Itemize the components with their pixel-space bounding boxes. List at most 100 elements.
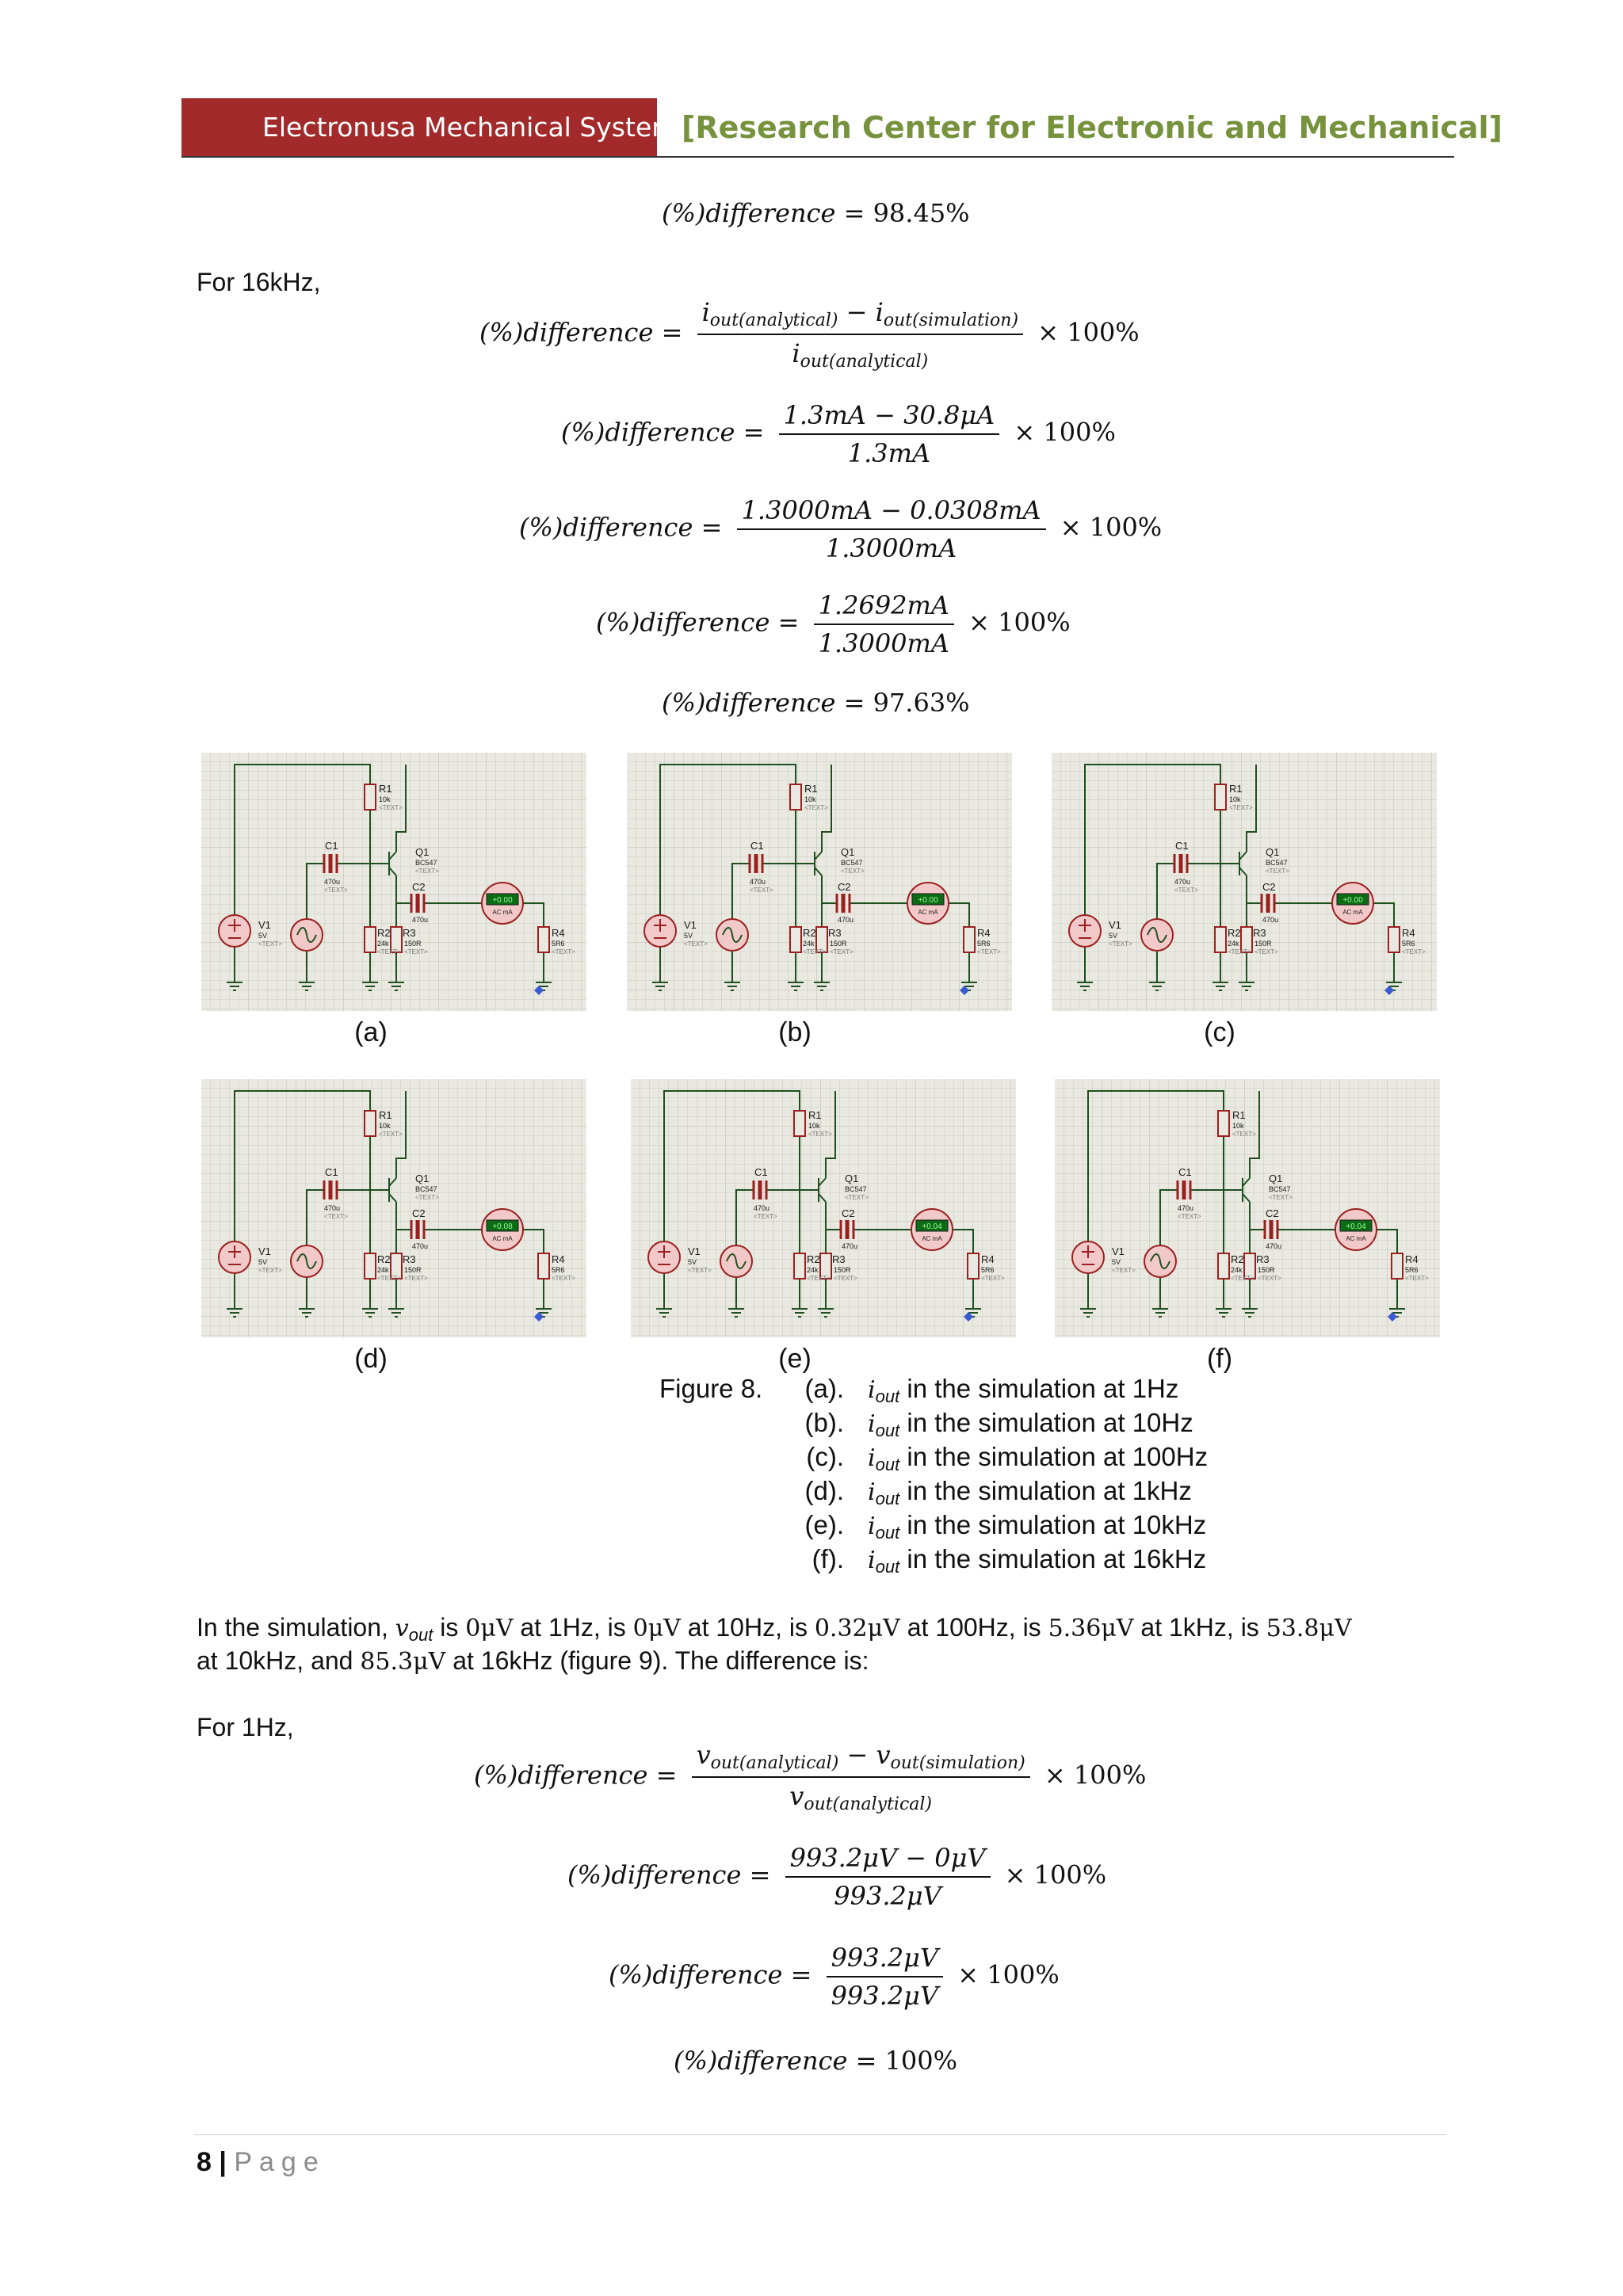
circuit-label: BC547 — [1269, 1185, 1291, 1193]
circuit-label: R3 — [1253, 927, 1266, 939]
circuit-label: <TEXT> — [415, 1194, 439, 1201]
circuit-label: +0.08 — [492, 1222, 513, 1231]
circuit-label: 470u — [1178, 1204, 1193, 1212]
circuit-label: <TEXT> — [803, 948, 827, 955]
circuit-label: <TEXT> — [1254, 948, 1278, 955]
circuit-label: <TEXT> — [1178, 1213, 1201, 1220]
circuit-label: 150R — [830, 940, 847, 948]
circuit-label: AC mA — [1342, 909, 1363, 916]
circuit-label: R2 — [1231, 1253, 1244, 1265]
circuit-label: <TEXT> — [688, 1267, 712, 1274]
circuit-label: 10k — [1232, 1122, 1244, 1130]
figure-caption-item: (f).iout in the simulation at 16kHz — [812, 1544, 1207, 1577]
circuit-label: R1 — [1229, 783, 1243, 795]
circuit-label: 24k — [1231, 1266, 1243, 1274]
circuit-label: Q1 — [415, 846, 429, 858]
circuit-label: R3 — [403, 927, 416, 939]
figure-caption-item: (d).iout in the simulation at 1kHz — [804, 1476, 1192, 1508]
circuit-label: 5V — [1112, 1258, 1121, 1266]
circuit-label: R2 — [1228, 927, 1241, 939]
circuit-label: R4 — [1402, 927, 1415, 939]
prev-result-equation: (%)difference = 98.45% — [662, 198, 970, 228]
circuit-label: 470u — [324, 1204, 340, 1212]
circuit-label: AC mA — [922, 1235, 942, 1242]
circuit-label: <TEXT> — [258, 940, 282, 948]
circuit-label: 5R6 — [1402, 940, 1415, 948]
circuit-label: C2 — [838, 881, 851, 893]
circuit-label: R3 — [832, 1253, 846, 1265]
circuit-label: 10k — [379, 795, 391, 803]
footer-separator: | — [219, 2147, 227, 2177]
circuit-label: <TEXT> — [1174, 887, 1198, 894]
circuit-label: C2 — [412, 1207, 426, 1219]
footer: 8 | Page — [197, 2147, 326, 2178]
circuit-label: C1 — [325, 840, 338, 852]
circuit-label: 470u — [412, 916, 428, 924]
circuit-label: <TEXT> — [1266, 868, 1289, 875]
circuit-label: C1 — [325, 1166, 338, 1178]
circuit-label: 5V — [258, 932, 267, 940]
header-left: Electronusa Mechanical System — [181, 98, 677, 157]
circuit-label: <TEXT> — [1109, 940, 1132, 948]
circuit-label: R3 — [1256, 1253, 1270, 1265]
circuit-label: 470u — [754, 1204, 769, 1212]
circuit-label: <TEXT> — [377, 1275, 401, 1282]
page-number: 8 — [197, 2147, 212, 2177]
circuit-label: +0.00 — [492, 896, 513, 905]
circuit-label: R3 — [403, 1253, 416, 1265]
figure-subcaption: (c) — [1204, 1017, 1235, 1047]
circuit-label: BC547 — [415, 859, 437, 867]
circuit-label: <TEXT> — [1258, 1275, 1281, 1282]
circuit-label: R4 — [552, 927, 565, 939]
result-16k-equation: (%)difference = 97.63% — [662, 688, 970, 718]
figure-caption-item: (e).iout in the simulation at 10kHz — [804, 1510, 1207, 1543]
circuit-label: <TEXT> — [379, 1131, 403, 1138]
circuit-label: R2 — [803, 927, 816, 939]
circuit-label: <TEXT> — [552, 948, 575, 955]
circuit-label: R2 — [377, 927, 391, 939]
circuit-label: 150R — [1258, 1266, 1275, 1274]
circuit-label: 470u — [324, 878, 340, 886]
circuit-schematic: R110k<TEXT>C1470u<TEXT>Q1BC547<TEXT>C247… — [201, 753, 586, 1011]
circuit-label: 5R6 — [552, 940, 565, 948]
circuit-label: R1 — [379, 1109, 392, 1121]
circuit-label: 5V — [1109, 932, 1117, 940]
circuit-label: AC mA — [1346, 1235, 1366, 1242]
circuit-label: <TEXT> — [804, 804, 828, 811]
circuit-label: +0.04 — [922, 1222, 942, 1231]
circuit-label: 5V — [688, 1258, 697, 1266]
circuit-label: 24k — [377, 940, 389, 948]
circuit-label: 5R6 — [981, 1266, 995, 1274]
circuit-label: BC547 — [415, 1185, 437, 1193]
circuit-label: <TEXT> — [750, 887, 773, 894]
circuit-label: 150R — [834, 1266, 851, 1274]
figure-subcaption: (a) — [354, 1017, 388, 1047]
circuit-label: R2 — [807, 1253, 820, 1265]
circuit-label: 24k — [803, 940, 815, 948]
circuit-label: <TEXT> — [404, 948, 428, 955]
footer-page-label: Page — [234, 2147, 326, 2177]
circuit-label: <TEXT> — [841, 868, 865, 875]
circuit-label: BC547 — [841, 859, 863, 867]
circuit-label: V1 — [1112, 1245, 1125, 1257]
circuit-label: 10k — [804, 795, 816, 803]
circuit-label: <TEXT> — [1228, 948, 1251, 955]
circuit-label: R1 — [804, 783, 818, 795]
circuit-label: AC mA — [492, 909, 513, 916]
circuit-label: <TEXT> — [1112, 1267, 1136, 1274]
circuit-label: 5V — [684, 932, 693, 940]
circuit-label: 470u — [842, 1242, 857, 1250]
circuit-label: <TEXT> — [834, 1275, 857, 1282]
circuit-label: <TEXT> — [830, 948, 854, 955]
circuit-schematic: R110k<TEXT>C1470u<TEXT>Q1BC547<TEXT>C247… — [1052, 753, 1437, 1011]
intro-16khz: For 16kHz, — [197, 268, 321, 296]
figure-caption-item: (c).iout in the simulation at 100Hz — [806, 1442, 1209, 1474]
equation-16k-1: (%)difference = iout(analytical) − iout(… — [479, 297, 1140, 372]
circuit-label: Q1 — [841, 846, 854, 858]
circuit-label: 24k — [807, 1266, 819, 1274]
